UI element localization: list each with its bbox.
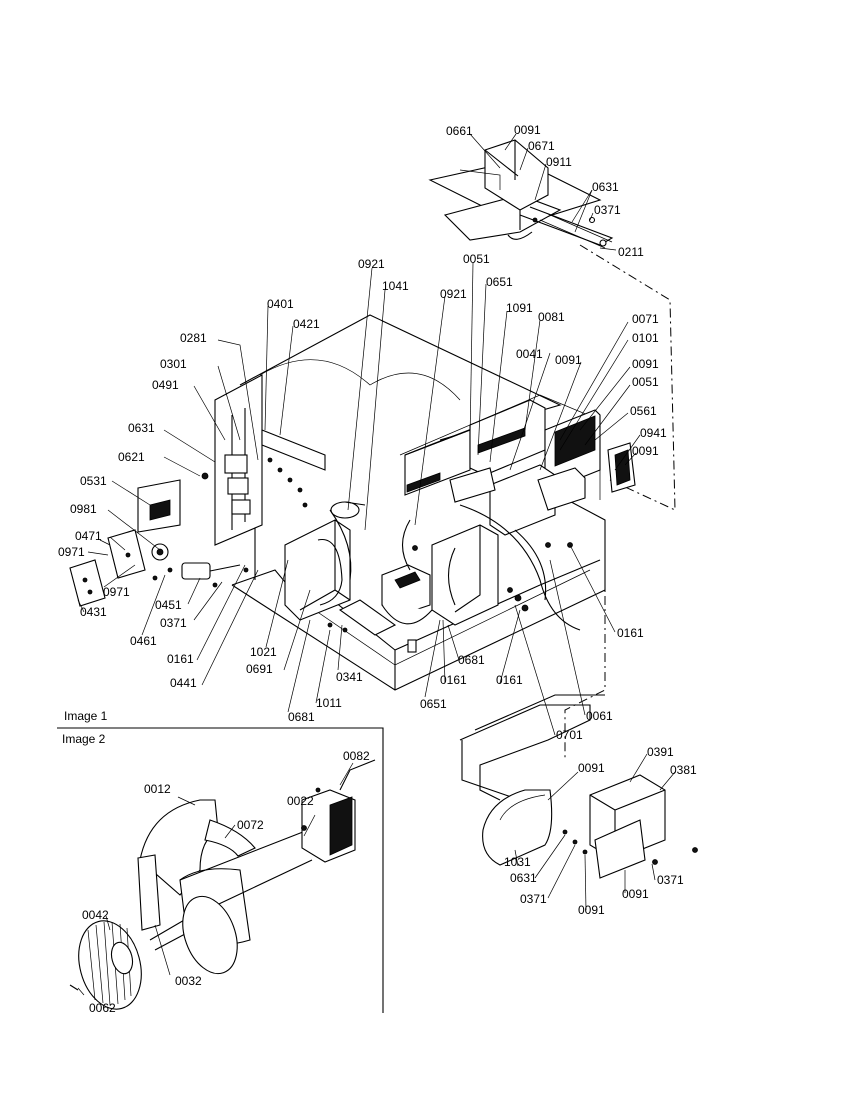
callout-label: 0561 <box>630 404 657 418</box>
callout-label: 0491 <box>152 378 179 392</box>
callout-label: 0651 <box>420 697 447 711</box>
callout-label: 0012 <box>144 782 171 796</box>
side-components-drawing <box>69 479 249 607</box>
callout-label: 0631 <box>128 421 155 435</box>
callout-label: 0091 <box>622 887 649 901</box>
callout-label: 0471 <box>75 529 102 543</box>
callout-label: 0161 <box>440 673 467 687</box>
callout-label: 1021 <box>250 645 277 659</box>
callout-label: 0381 <box>670 763 697 777</box>
callout-label: 0681 <box>288 710 315 724</box>
callout-label: 1031 <box>504 855 531 869</box>
callout-label: 0051 <box>463 252 490 266</box>
callout-label: 0431 <box>80 605 107 619</box>
callout-label: 0161 <box>496 673 523 687</box>
image-2-label: Image 2 <box>62 732 106 746</box>
lower-duct-drawing <box>459 694 698 879</box>
callout-label: 0091 <box>632 444 659 458</box>
callout-labels: 0661 0091 0671 0911 0631 0371 0211 0921 … <box>58 123 697 1015</box>
callout-label: 0661 <box>446 124 473 138</box>
callout-label: 0621 <box>118 450 145 464</box>
callout-label: 1041 <box>382 279 409 293</box>
callout-label: 0081 <box>538 310 565 324</box>
callout-label: 0971 <box>58 545 85 559</box>
wire-route-line-2 <box>564 520 606 760</box>
callout-label: 0631 <box>592 180 619 194</box>
callout-label: 0371 <box>520 892 547 906</box>
callout-label: 0032 <box>175 974 202 988</box>
blower-assembly-drawing <box>69 759 376 1010</box>
callout-label: 0281 <box>180 331 207 345</box>
callout-label: 0671 <box>528 139 555 153</box>
callout-label: 0651 <box>486 275 513 289</box>
callout-label: 0301 <box>160 357 187 371</box>
callout-label: 0042 <box>82 908 109 922</box>
callout-label: 0091 <box>632 357 659 371</box>
callout-label: 0401 <box>267 297 294 311</box>
callout-label: 0072 <box>237 818 264 832</box>
callout-label: 0971 <box>103 585 130 599</box>
wire-route-line <box>579 244 676 511</box>
callout-label: 0101 <box>632 331 659 345</box>
leader-lines <box>77 133 676 996</box>
callout-label: 1011 <box>316 696 342 710</box>
callout-label: 0341 <box>336 670 363 684</box>
relay-module-drawing <box>404 399 636 536</box>
callout-label: 1091 <box>506 301 533 315</box>
wire-harness-drawing <box>329 504 581 631</box>
callout-label: 0091 <box>514 123 541 137</box>
callout-label: 0371 <box>594 203 621 217</box>
callout-label: 0921 <box>358 257 385 271</box>
control-panel-drawing <box>201 374 326 546</box>
callout-label: 0022 <box>287 794 314 808</box>
callout-label: 0451 <box>155 598 182 612</box>
callout-label: 0091 <box>555 353 582 367</box>
callout-label: 0691 <box>246 662 273 676</box>
callout-label: 0082 <box>343 749 370 763</box>
callout-label: 0421 <box>293 317 320 331</box>
callout-label: 0461 <box>130 634 157 648</box>
callout-label: 0371 <box>160 616 187 630</box>
duct-assembly-drawing <box>428 139 614 249</box>
callout-label: 0701 <box>556 728 583 742</box>
callout-label: 0371 <box>657 873 684 887</box>
callout-label: 0062 <box>89 1001 116 1015</box>
callout-label: 0531 <box>80 474 107 488</box>
callout-label: 0061 <box>586 709 613 723</box>
callout-label: 0921 <box>440 287 467 301</box>
callout-label: 0981 <box>70 502 97 516</box>
callout-label: 0161 <box>617 626 644 640</box>
callout-label: 0441 <box>170 676 197 690</box>
callout-label: 0091 <box>578 903 605 917</box>
callout-label: 0911 <box>546 155 572 169</box>
callout-label: 0391 <box>647 745 674 759</box>
callout-label: 0631 <box>510 871 537 885</box>
callout-label: 0681 <box>458 653 485 667</box>
inset-frame: Image 1 Image 2 <box>57 709 384 1013</box>
transformer-drawing <box>284 501 499 653</box>
callout-label: 0041 <box>516 347 543 361</box>
image-1-label: Image 1 <box>64 709 108 723</box>
callout-label: 0071 <box>632 312 659 326</box>
callout-label: 0051 <box>632 375 659 389</box>
callout-label: 0091 <box>578 761 605 775</box>
callout-label: 0161 <box>167 652 194 666</box>
callout-label: 0211 <box>618 245 644 259</box>
callout-label: 0941 <box>640 426 667 440</box>
